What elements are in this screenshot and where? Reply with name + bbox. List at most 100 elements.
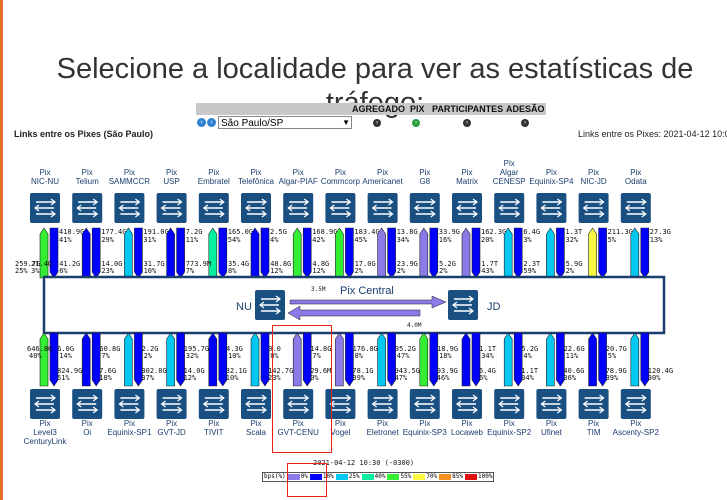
menu-participantes[interactable]: PARTICIPANTES (432, 104, 504, 114)
switch-icon[interactable] (536, 193, 567, 223)
bottom-a-value: 5.2G (521, 345, 538, 353)
legend-label: 70% (426, 473, 438, 480)
legend-label: 100% (477, 473, 493, 480)
central-jd-label: JD (487, 301, 501, 313)
switch-icon[interactable] (198, 193, 229, 223)
traffic-arrow-down (260, 227, 270, 279)
pix-go-icon[interactable]: › (412, 119, 420, 127)
bottom-b-pct: 23% (268, 374, 281, 382)
bottom-a-value: 195.7G (184, 345, 209, 353)
switch-icon[interactable] (72, 389, 103, 419)
legend-item: 100% (464, 473, 493, 481)
top-up-value: 7.2G (186, 228, 203, 236)
switch-icon[interactable] (536, 389, 567, 419)
legend-label: 40% (374, 473, 386, 480)
diagram-timestamp: 2021-04-12 10:30 (-0300) (313, 459, 415, 467)
bottom-b-pct: 10% (226, 374, 239, 382)
switch-icon[interactable] (367, 193, 398, 223)
top-side-pct: 12% (270, 267, 283, 275)
adesao-go-icon[interactable]: › (521, 119, 529, 127)
top-side-pct: 2% (439, 267, 448, 275)
menu-adesao[interactable]: ADESÃO (506, 104, 545, 114)
switch-icon[interactable] (494, 389, 525, 419)
switch-icon[interactable] (409, 193, 440, 223)
menu-pix[interactable]: PIX (410, 104, 425, 114)
switch-icon[interactable] (156, 193, 187, 223)
top-up-pct: 45% (354, 236, 367, 244)
switch-icon[interactable] (367, 389, 398, 419)
switch-icon[interactable] (30, 389, 60, 419)
traffic-arrow-up (250, 227, 260, 279)
legend-swatch (361, 474, 374, 480)
traffic-arrow-down (429, 332, 439, 387)
switch-nu-icon[interactable] (255, 290, 285, 320)
switch-icon[interactable] (156, 389, 187, 419)
participantes-go-icon[interactable]: › (463, 119, 471, 127)
location-select[interactable]: São Paulo/SP ▼ (218, 116, 352, 129)
top-up-pct: 41% (59, 236, 72, 244)
highlight-gvt-cenu (272, 325, 332, 453)
previous-location-icon[interactable]: ‹ (197, 118, 206, 127)
top-side-pct: 43% (481, 267, 494, 275)
switch-icon[interactable] (620, 193, 651, 223)
top-side-value: 31.7G (144, 260, 165, 268)
agregado-go-icon[interactable]: › (373, 119, 381, 127)
switch-icon[interactable] (452, 193, 482, 223)
top-up-pct: 31% (143, 236, 156, 244)
traffic-arrow-down (345, 332, 354, 387)
traffic-arrow-down (556, 227, 565, 279)
top-up-value: 33.9G (439, 228, 460, 236)
bottom-a-pct: 10% (228, 352, 241, 360)
bottom-b-pct: 39% (606, 374, 619, 382)
top-up-value: 27.3G (650, 228, 671, 236)
top-side-pct: 6% (59, 267, 68, 275)
switch-icon[interactable] (241, 193, 271, 223)
switch-icon[interactable] (578, 193, 609, 223)
switch-icon[interactable] (283, 389, 314, 419)
top-side-value: 2.3T (523, 260, 541, 268)
switch-icon[interactable] (452, 389, 482, 419)
switch-icon[interactable] (325, 193, 356, 223)
legend-swatch (287, 474, 300, 480)
central-top-value: 3.5M (311, 286, 326, 293)
switch-icon[interactable] (409, 389, 440, 419)
top-up-value: 162.3G (481, 228, 506, 236)
legend-item: 55% (386, 473, 412, 481)
next-location-icon[interactable]: › (207, 118, 216, 127)
bottom-b-pct: 0% (310, 374, 319, 382)
switch-jd-icon[interactable] (448, 290, 478, 320)
top-side-value: 17.0G (355, 260, 376, 268)
legend-label: 25% (348, 473, 360, 480)
switch-icon[interactable] (283, 193, 314, 223)
switch-icon[interactable] (241, 389, 271, 419)
legend-item: 70% (412, 473, 438, 481)
traffic-arrow-down (598, 332, 607, 387)
bottom-a-value: 18.9G (437, 345, 458, 353)
traffic-arrow-up (588, 332, 597, 387)
location-select-value: São Paulo/SP (221, 118, 284, 129)
bottom-b-pct: 37% (141, 374, 154, 382)
switch-icon[interactable] (494, 193, 525, 223)
traffic-arrow-down (49, 332, 59, 387)
legend-label: 55% (400, 473, 412, 480)
switch-icon[interactable] (30, 193, 60, 223)
switch-icon[interactable] (198, 389, 229, 419)
menu-agregado[interactable]: AGREGADO (352, 104, 406, 114)
bottom-b-value: 29.6M (310, 367, 331, 375)
switch-icon[interactable] (114, 193, 145, 223)
top-up-pct: 5% (608, 236, 617, 244)
switch-icon[interactable] (620, 389, 651, 419)
switch-icon[interactable] (72, 193, 103, 223)
switch-icon[interactable] (325, 389, 356, 419)
switch-icon[interactable] (114, 389, 145, 419)
switch-icon[interactable] (578, 389, 609, 419)
traffic-arrow-down (387, 227, 396, 279)
top-up-value: 6.4G (523, 228, 540, 236)
